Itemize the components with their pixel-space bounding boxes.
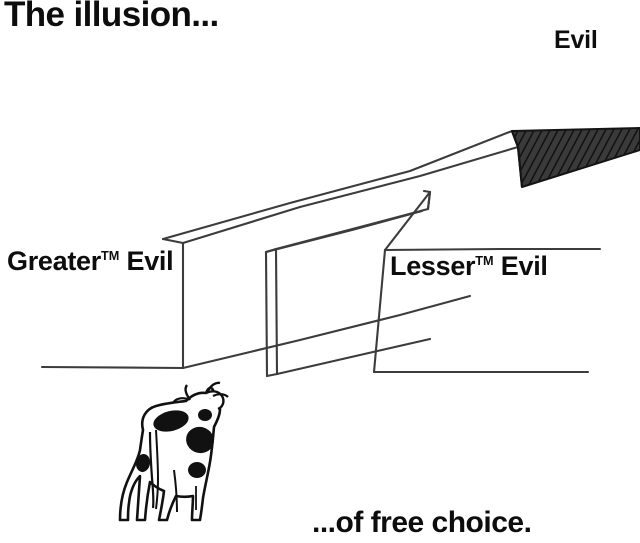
- chute-line-work: [40, 129, 602, 378]
- middle-wall-near-right-edge: [274, 247, 279, 376]
- cow-ear-right: [212, 393, 229, 398]
- wedge-fill: [511, 127, 640, 188]
- lesser-evil-word: Lesser: [390, 251, 476, 281]
- cow-figure: [118, 381, 229, 522]
- label-lesser-evil: LesserTM Evil: [390, 253, 548, 280]
- cow-tail: [148, 431, 155, 509]
- label-greater-evil: GreaterTM Evil: [7, 246, 174, 276]
- lesser-evil-rest: Evil: [493, 251, 548, 281]
- left-wall-top-outer-edge: [161, 129, 514, 241]
- dark-hatched-wedge: [510, 127, 640, 188]
- greater-evil-rest: Evil: [119, 246, 174, 276]
- cow-head: [205, 390, 225, 411]
- cow-spot-belly: [188, 462, 206, 478]
- bottom-caption: ...of free choice.: [312, 506, 532, 539]
- middle-wall-bottom-cap: [265, 372, 279, 378]
- cow-leg-line-front: [173, 469, 178, 513]
- middle-wall-base-edge: [275, 337, 432, 376]
- cow-horn-right: [206, 381, 221, 392]
- right-wall-near-vertical-edge: [372, 248, 387, 374]
- left-wall-top-inner-edge: [181, 145, 520, 245]
- cow-horn-left: [184, 384, 192, 401]
- middle-wall-top-cap: [264, 247, 278, 254]
- wedge-near-edge: [510, 130, 524, 188]
- cow-spot-haunch: [135, 454, 151, 472]
- page-title: The illusion...: [4, 0, 219, 34]
- trademark-symbol-greater: TM: [100, 249, 120, 263]
- left-wall-inner-base-edge: [181, 294, 472, 370]
- cow-spot-flank: [186, 426, 214, 454]
- cow-ear-left: [172, 397, 189, 404]
- cow-spot-shoulder: [198, 409, 212, 421]
- label-evil: Evil: [554, 26, 598, 54]
- cow-body-outline: [118, 386, 222, 522]
- trademark-symbol-lesser: TM: [475, 254, 494, 268]
- left-wall-near-top-cap: [161, 237, 185, 245]
- right-wall-top-edge: [383, 247, 602, 252]
- greater-evil-word: Greater: [7, 246, 101, 276]
- ground-line-left: [40, 365, 185, 370]
- cow-tail-inner: [155, 429, 160, 510]
- cow-spot-back: [153, 410, 189, 432]
- right-wall-inner-rising-edge: [383, 190, 432, 252]
- middle-wall-top-back-edge: [264, 209, 424, 254]
- middle-wall-near-left-edge: [264, 250, 269, 378]
